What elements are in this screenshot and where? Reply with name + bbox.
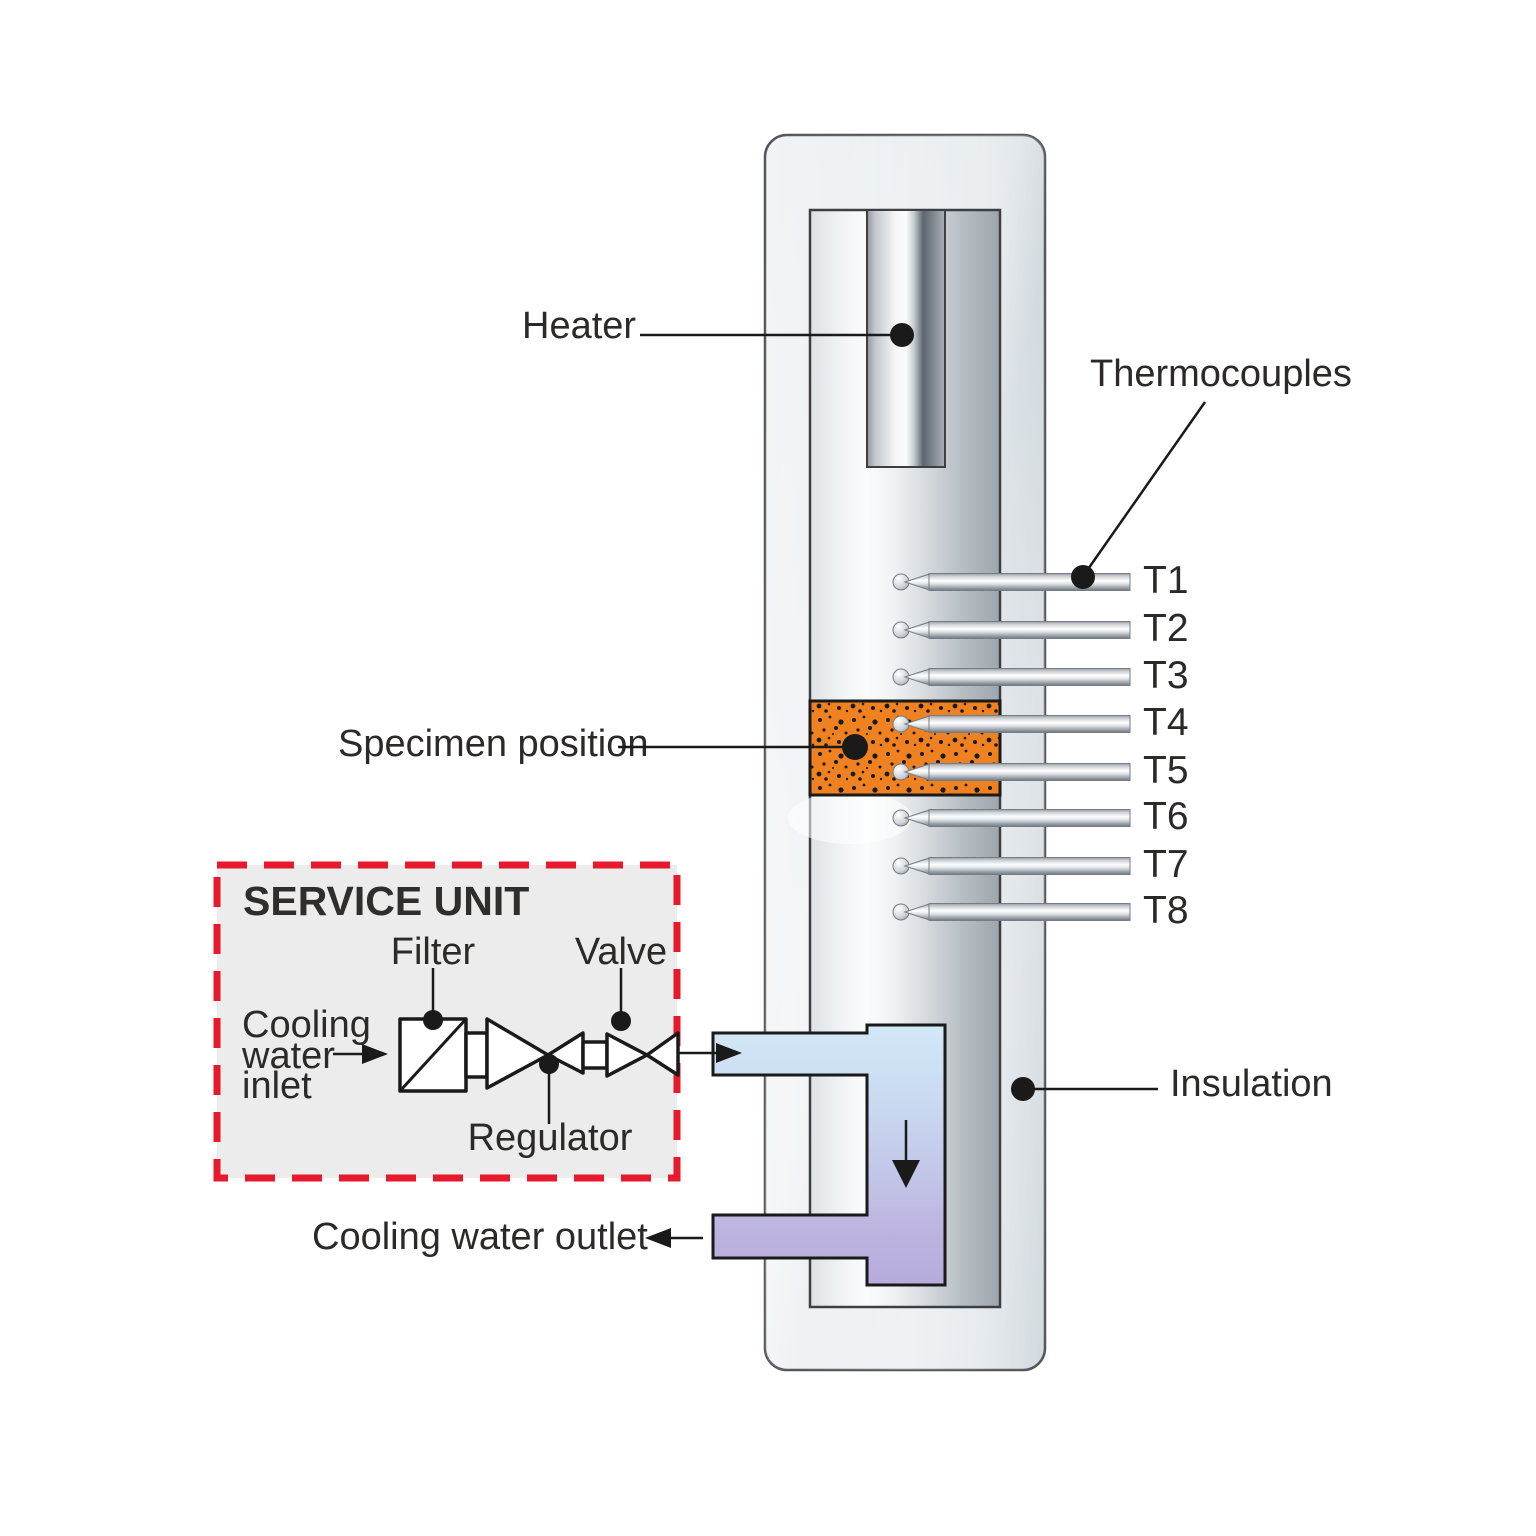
regulator-symbol [485, 1017, 585, 1090]
service-unit: SERVICE UNIT Cooling water inlet Filter … [213, 861, 742, 1182]
inlet-label-line-3: inlet [242, 1065, 312, 1107]
specimen-leader-dot [842, 734, 868, 760]
inlet-label-line-1: Cooling [242, 1004, 371, 1046]
inlet-label-line-2: water [241, 1035, 335, 1077]
thermocouple-t4: T4 [892, 701, 1189, 744]
insulation-callout: Insulation [1011, 1063, 1333, 1105]
thermocouple-label-t1: T1 [1143, 559, 1189, 602]
regulator-label: Regulator [468, 1117, 633, 1159]
thermocouple-label-t4: T4 [1143, 701, 1189, 744]
thermocouple-t8: T8 [892, 889, 1189, 932]
thermocouple-label-t3: T3 [1143, 654, 1189, 697]
thermocouple-label-t6: T6 [1143, 795, 1189, 838]
inlet-arrow-head [362, 1044, 388, 1064]
outlet-arrow-head [645, 1228, 671, 1248]
column-highlight [788, 792, 912, 844]
filter-label: Filter [391, 931, 476, 973]
filter-leader-dot [423, 1010, 443, 1030]
thermocouple-label-t2: T2 [1143, 607, 1189, 650]
thermocouple-t6: T6 [892, 795, 1189, 838]
thermocouples-label: Thermocouples [1090, 353, 1352, 395]
heater-cylinder [866, 209, 946, 468]
specimen-callout: Specimen position [338, 723, 868, 765]
flow-down-arrow [892, 1120, 920, 1188]
thermocouples-callout: Thermocouples [1071, 353, 1352, 589]
valve-outlet-arrow-head [716, 1043, 742, 1063]
thermocouples-leader-dot [1071, 565, 1095, 589]
thermocouple-t3: T3 [892, 654, 1189, 697]
thermocouple-label-t7: T7 [1143, 843, 1189, 886]
valve-symbol [605, 1031, 680, 1078]
service-unit-title: SERVICE UNIT [243, 878, 529, 924]
thermocouple-t2: T2 [892, 607, 1189, 650]
cooling-water-outlet-label: Cooling water outlet [312, 1216, 648, 1258]
thermocouple-label-t8: T8 [1143, 889, 1189, 932]
insulation-label: Insulation [1170, 1063, 1333, 1105]
heater-label: Heater [522, 305, 636, 347]
thermocouple-label-t5: T5 [1143, 749, 1189, 792]
heater-callout: Heater [522, 305, 914, 347]
pipe-connector-1 [464, 1031, 489, 1079]
thermocouple-t5: T5 [892, 749, 1189, 792]
valve-label: Valve [575, 931, 667, 973]
heater-leader-dot [890, 323, 914, 347]
thermocouples-leader-line [1084, 401, 1207, 573]
cooling-water-outlet-callout: Cooling water outlet [312, 1216, 703, 1258]
pipe-connector-2 [581, 1040, 609, 1070]
valve-leader-dot [611, 1011, 631, 1031]
thermocouple-t7: T7 [892, 843, 1189, 886]
specimen-label: Specimen position [338, 723, 649, 765]
cooling-water-channel [711, 1023, 947, 1287]
